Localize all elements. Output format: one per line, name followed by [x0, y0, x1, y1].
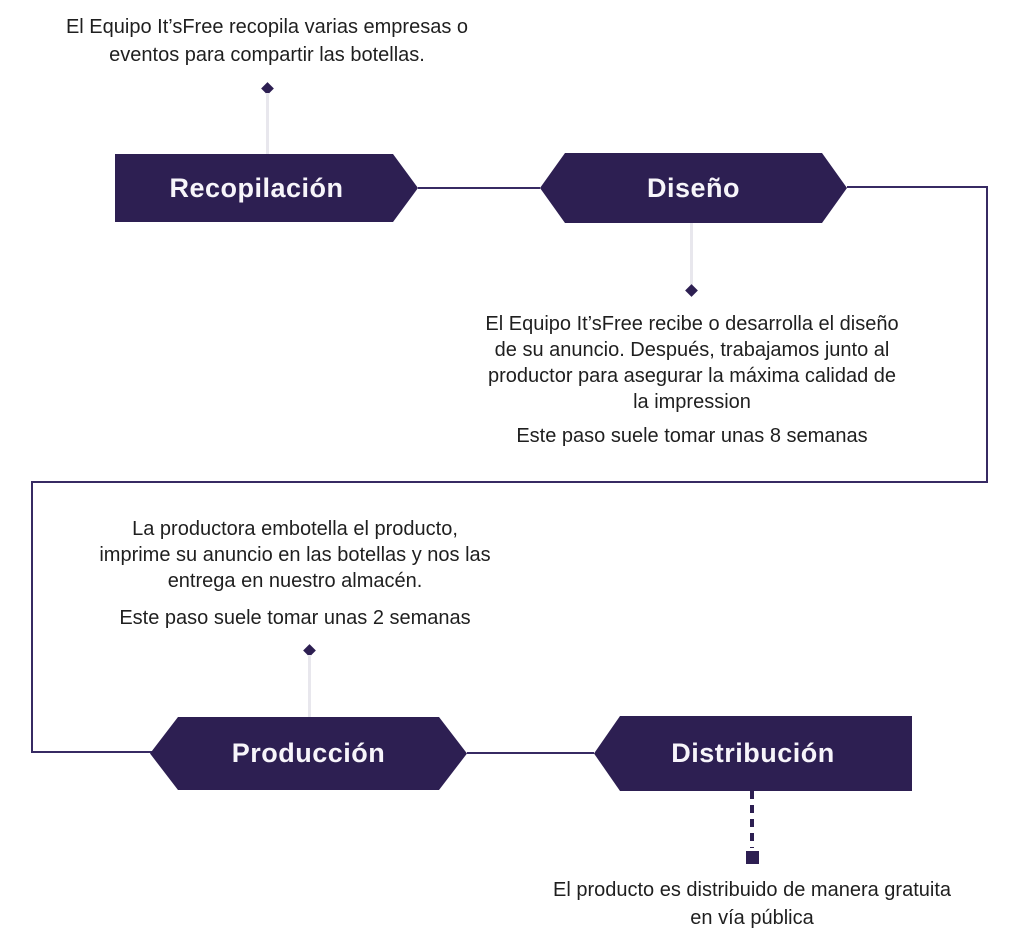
note-line: productor para asegurar la máxima calida… [488, 365, 896, 387]
note-line: la impression [633, 391, 751, 413]
note-line: La productora embotella el producto, [132, 518, 458, 540]
stem-line-recopilacion [266, 93, 269, 154]
dashed-connector-distribucion [750, 791, 754, 848]
diamond-marker-diseno [685, 284, 698, 297]
step-duration-diseno: Este paso suele tomar unas 8 semanas [516, 425, 868, 447]
connector-elbow-segment-4 [31, 481, 33, 753]
step-shape-recopilacion: Recopilación [115, 154, 418, 222]
step-duration-produccion: Este paso suele tomar unas 2 semanas [119, 607, 471, 629]
connector-recopilacion-diseno [418, 187, 540, 189]
connector-elbow-segment-5 [31, 751, 152, 753]
step-label-produccion: Producción [231, 738, 386, 768]
stem-line-produccion [308, 655, 311, 717]
note-line: de su anuncio. Después, trabajamos junto… [494, 339, 890, 361]
stem-line-diseno [690, 223, 693, 285]
step-shape-distribucion: Distribución [594, 716, 912, 791]
connector-produccion-distribucion [467, 752, 594, 754]
step-note-distribucion: El producto es distribuido de manera gra… [527, 876, 977, 932]
step-label-recopilacion: Recopilación [169, 172, 344, 203]
step-label-diseno: Diseño [646, 172, 741, 203]
connector-elbow-segment-1 [847, 186, 988, 188]
step-note-produccion: La productora embotella el producto, imp… [65, 516, 525, 631]
connector-elbow-segment-3 [31, 481, 988, 483]
step-shape-diseno: Diseño [540, 153, 847, 223]
note-line: entrega en nuestro almacén. [167, 570, 423, 592]
step-note-recopilacion: El Equipo It’sFree recopila varias empre… [37, 13, 497, 69]
step-label-distribucion: Distribución [671, 738, 835, 768]
note-line: en vía pública [690, 907, 814, 929]
square-endpoint-distribucion [746, 851, 759, 864]
note-line: eventos para compartir las botellas. [109, 44, 425, 66]
note-line: El Equipo It’sFree recibe o desarrolla e… [485, 313, 899, 335]
step-shape-produccion: Producción [150, 717, 467, 790]
note-line: El producto es distribuido de manera gra… [552, 879, 951, 901]
note-line: El Equipo It’sFree recopila varias empre… [65, 16, 469, 38]
step-note-diseno: El Equipo It’sFree recibe o desarrolla e… [450, 311, 934, 449]
note-line: imprime su anuncio en las botellas y nos… [99, 544, 491, 566]
connector-elbow-segment-2 [986, 186, 988, 483]
